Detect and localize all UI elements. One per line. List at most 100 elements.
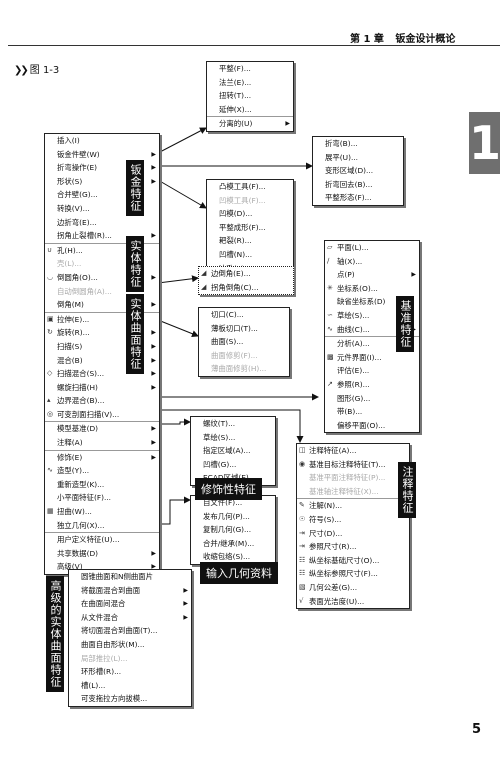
menu-item-reference-dimension[interactable]: ⇥参照尺寸(R)... bbox=[297, 540, 409, 554]
menu-item-symbol[interactable]: ☉符号(S)... bbox=[297, 513, 409, 527]
menu-item-extrude[interactable]: ▣拉伸(E)... bbox=[45, 311, 159, 327]
menu-item-default-csys[interactable]: 缺省坐标系(D) bbox=[325, 295, 419, 309]
menu-item-label: 造型(Y)... bbox=[57, 466, 90, 476]
menu-item-revolve[interactable]: ↻旋转(R)...▶ bbox=[45, 326, 159, 340]
menu-item-hole[interactable]: ∪孔(H)... bbox=[45, 242, 159, 258]
menu-item-copy-geometry[interactable]: 复制几何(G)... bbox=[191, 523, 275, 537]
menu-item-helical-sweep[interactable]: 螺旋扫描(H)▶ bbox=[45, 381, 159, 395]
menu-item-surface-finish[interactable]: √表面光洁度(U)... bbox=[297, 595, 409, 609]
menu-item-chamfer[interactable]: 倒角(M)▶ bbox=[45, 298, 159, 312]
menu-item-deform-area[interactable]: 变形区域(D)... bbox=[313, 164, 403, 178]
menu-item-ribbon[interactable]: 带(B)... bbox=[325, 405, 419, 419]
menu-item-ordinate-basic-dim[interactable]: ☷纵坐标基础尺寸(O)... bbox=[297, 554, 409, 568]
menu-item-plane[interactable]: ▱平面(L)... bbox=[325, 241, 419, 255]
menu-item-ecad-area[interactable]: ECAD区域(E)... bbox=[191, 471, 275, 485]
menu-item-label: 评估(E)... bbox=[337, 366, 370, 376]
menu-item-corner-chamfer[interactable]: ◢拐角倒角(C)... bbox=[199, 281, 293, 295]
menu-item-convert[interactable]: 转换(V)... bbox=[45, 202, 159, 216]
menu-item-offset-plane[interactable]: 偏移平面(O)... bbox=[325, 419, 419, 433]
menu-item-annotation[interactable]: 注释(A)▶ bbox=[45, 436, 159, 450]
menu-item-sketch[interactable]: ∽草绘(S)... bbox=[325, 309, 419, 323]
menu-item-variable-sweep[interactable]: ◎可变剖面扫描(V)... bbox=[45, 408, 159, 422]
menu-item-thin-cut[interactable]: 薄板切口(T)... bbox=[199, 322, 289, 336]
menu-item-facet-feature[interactable]: 小平面特征(F)... bbox=[45, 491, 159, 505]
menu-item-blend-from-file[interactable]: 从文件混合▶ bbox=[69, 611, 191, 625]
menu-item-edge-bend[interactable]: 边折弯(E)... bbox=[45, 216, 159, 230]
menu-item-corner-relief[interactable]: 拐角止裂槽(R)...▶ bbox=[45, 229, 159, 243]
menu-item-cosmetic-sketch[interactable]: 草绘(S)... bbox=[191, 431, 275, 445]
menu-item-toroidal-bend[interactable]: 环形槽(R)... bbox=[69, 665, 191, 679]
menu-item-punch-tool[interactable]: 凸模工具(F)... bbox=[207, 180, 293, 194]
menu-item-groove[interactable]: 凹槽(G)... bbox=[191, 458, 275, 472]
menu-item-cosmetic[interactable]: 修饰(E)▶ bbox=[45, 449, 159, 465]
menu-item-specify-area[interactable]: 指定区域(A)... bbox=[191, 444, 275, 458]
menu-item-flange[interactable]: 法兰(E)... bbox=[207, 76, 293, 90]
menu-item-point[interactable]: 点(P)▶ bbox=[325, 268, 419, 282]
menu-item-blend-between-surfaces[interactable]: 在曲面间混合▶ bbox=[69, 597, 191, 611]
menu-item-evaluate[interactable]: 评估(E)... bbox=[325, 364, 419, 378]
menu-item-section-to-surface[interactable]: 将截面混合到曲面▶ bbox=[69, 584, 191, 598]
menu-item-csys[interactable]: ✳坐标系(O)... bbox=[325, 282, 419, 296]
menu-item-cut[interactable]: 切口(C)... bbox=[199, 308, 289, 322]
menu-item-reference[interactable]: ↗参照(R)... bbox=[325, 378, 419, 392]
menu-item-independent-geometry[interactable]: 独立几何(X)... bbox=[45, 519, 159, 533]
menu-item-boundary-blend[interactable]: ▴边界混合(B)... bbox=[45, 394, 159, 408]
menu-item-publish-geometry[interactable]: 发布几何(P)... bbox=[191, 510, 275, 524]
menu-item-geometric-tolerance[interactable]: ▧几何公差(G)... bbox=[297, 581, 409, 595]
menu-item-conic-surface[interactable]: 圆锥曲面和N侧曲面片 bbox=[69, 570, 191, 584]
menu-item-tangent-blend[interactable]: 将切面混合到曲面(T)... bbox=[69, 624, 191, 638]
menu-item-die[interactable]: 凹模(D)... bbox=[207, 207, 293, 221]
menu-item-rip[interactable]: 耙裂(R)... bbox=[207, 234, 293, 248]
menu-item-merge-wall[interactable]: 合并壁(G)... bbox=[45, 188, 159, 202]
menu-item-udf[interactable]: 用户定义特征(U)... bbox=[45, 532, 159, 547]
menu-item-style[interactable]: ∿造型(Y)... bbox=[45, 464, 159, 478]
menu-item-unbend[interactable]: 展平(U)... bbox=[313, 151, 403, 165]
menu-item-flat-state[interactable]: 平整形态(F)... bbox=[313, 191, 403, 205]
menu-item-note[interactable]: ✎注解(N)... bbox=[297, 498, 409, 513]
menu-item-merge-inherit[interactable]: 合并/继承(M)... bbox=[191, 537, 275, 551]
menu-item-datum-axis-annotation: 基准轴注释特征(X)... bbox=[297, 485, 409, 499]
menu-item-label: 符号(S)... bbox=[309, 514, 342, 524]
submenu-arrow-icon: ▶ bbox=[151, 370, 156, 378]
menu-item-from-file[interactable]: 自文件(F)... bbox=[191, 496, 275, 510]
menu-item-slot[interactable]: 槽(L)... bbox=[69, 679, 191, 693]
menu-item-bend-operation[interactable]: 折弯操作(E)▶ bbox=[45, 161, 159, 175]
menu-item-restyle[interactable]: 重新造型(K)... bbox=[45, 478, 159, 492]
menu-item-annotation-feature[interactable]: ◫注释特征(A)... bbox=[297, 444, 409, 458]
menu-item-shape[interactable]: 形状(S)▶ bbox=[45, 175, 159, 189]
menu-item-unattached[interactable]: 分离的(U)▶ bbox=[207, 116, 293, 131]
menu-item-extend[interactable]: 延伸(X)... bbox=[207, 103, 293, 117]
menu-item-advanced[interactable]: 高级(V)▶ bbox=[45, 560, 159, 574]
menu-item-flatten-form[interactable]: 平整成形(F)... bbox=[207, 221, 293, 235]
menu-item-variable-draft[interactable]: 可变拖拉方向拔模... bbox=[69, 692, 191, 706]
menu-item-label: 曲面(S)... bbox=[211, 337, 244, 347]
revolve-icon: ↻ bbox=[47, 328, 53, 337]
menu-item-datum-target-annotation[interactable]: ◉基准目标注释特征(T)... bbox=[297, 458, 409, 472]
menu-item-dimension[interactable]: ⇥尺寸(D)... bbox=[297, 527, 409, 541]
menu-item-analysis[interactable]: 分析(A)... bbox=[325, 336, 419, 351]
menu-item-twist[interactable]: 扭转(T)... bbox=[207, 89, 293, 103]
menu-item-surface[interactable]: 曲面(S)... bbox=[199, 335, 289, 349]
menu-item-graph[interactable]: 图形(G)... bbox=[325, 392, 419, 406]
menu-item-bend-back[interactable]: 折弯回去(B)... bbox=[313, 178, 403, 192]
menu-item-component-interface[interactable]: ▩元件界面(I)... bbox=[325, 351, 419, 365]
menu-item-sheetmetal-wall[interactable]: 钣金件壁(W)▶ bbox=[45, 148, 159, 162]
menu-item-axis[interactable]: ∕轴(X)... bbox=[325, 255, 419, 269]
menu-item-flat[interactable]: 平整(F)... bbox=[207, 62, 293, 76]
menu-item-model-datum[interactable]: 模型基准(D)▶ bbox=[45, 421, 159, 436]
menu-item-warp[interactable]: ▦扭曲(W)... bbox=[45, 505, 159, 519]
menu-item-shrinkwrap[interactable]: 收缩包络(S)... bbox=[191, 550, 275, 564]
menu-item-swept-blend[interactable]: ◇扫描混合(S)...▶ bbox=[45, 367, 159, 381]
menu-item-bend[interactable]: 折弯(B)... bbox=[313, 137, 403, 151]
menu-item-round[interactable]: ◡倒圆角(O)...▶ bbox=[45, 271, 159, 285]
menu-item-shared-data[interactable]: 共享数据(D)▶ bbox=[45, 547, 159, 561]
menu-item-blend[interactable]: 混合(B)▶ bbox=[45, 354, 159, 368]
menu-item-ordinate-ref-dim[interactable]: ☷纵坐标参照尺寸(F)... bbox=[297, 567, 409, 581]
menu-item-label: 从文件混合 bbox=[81, 612, 118, 622]
menu-item-surface-freeform[interactable]: 曲面自由形状(M)... bbox=[69, 638, 191, 652]
menu-item-sweep[interactable]: 扫描(S)▶ bbox=[45, 340, 159, 354]
menu-item-notch[interactable]: 凹槽(N)... bbox=[207, 248, 293, 262]
menu-item-edge-chamfer[interactable]: ◢边倒角(E)... bbox=[199, 267, 293, 281]
menu-item-label: 拐角倒角(C)... bbox=[211, 282, 259, 292]
menu-item-thread[interactable]: 螺纹(T)... bbox=[191, 417, 275, 431]
